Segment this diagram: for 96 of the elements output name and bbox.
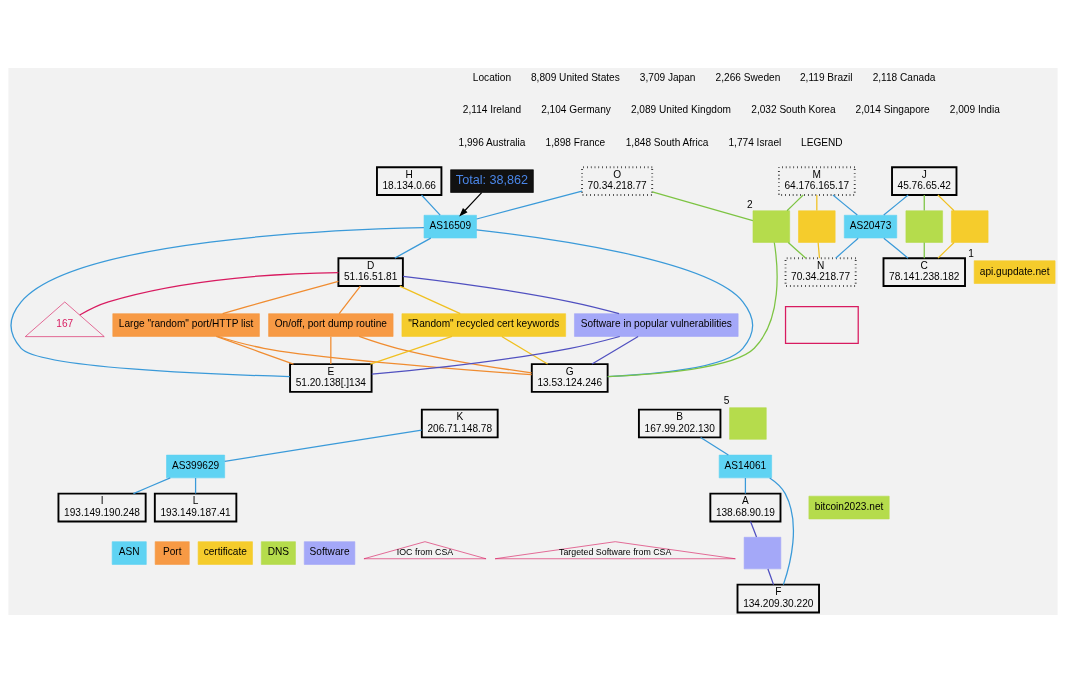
connector [607,241,778,378]
node-label: 5 [723,395,730,407]
connector [399,285,461,315]
connector [591,335,639,365]
connector [749,520,758,538]
node-box: Total: 38,862 [450,169,534,193]
node-box: O 70.34.218.77 [581,166,654,196]
label: 2,114 Ireland [462,104,522,116]
node-box [905,210,943,243]
node-box: AS16509 [423,214,477,239]
label: 8,809 United States [531,72,620,84]
label: Location [472,72,512,84]
connector [224,429,423,462]
connector [767,568,775,586]
label: 1,774 Israel [728,136,782,148]
node-box: M 64.176.165.17 [777,166,856,196]
node-box: K 206.71.148.78 [420,408,499,439]
connector [330,336,332,365]
label: 2,009 India [949,104,1000,116]
node-box [752,210,790,243]
connector [832,194,858,216]
legend-label: certificate [203,546,247,558]
label: 2,119 Brazil [799,72,853,84]
connector [883,237,909,259]
node-box: C 78.141.238.182 [882,257,966,287]
connector [217,335,533,376]
connector [132,477,171,495]
connector [651,191,754,222]
node-box: F 134.209.30.220 [736,583,820,614]
connector [501,335,549,365]
node-box: H 18.134.0.66 [376,166,443,196]
connector [215,335,295,365]
node-box: J 45.76.65.42 [891,166,958,196]
connector [358,335,533,374]
label: 2,089 United Kingdom [630,104,731,116]
node-box: api.gupdate.net [973,260,1056,284]
node-box: B 167.99.202.130 [637,408,722,439]
connector [786,194,804,212]
node-box: AS14061 [718,454,772,479]
connector [475,229,754,378]
node-box: AS20473 [844,214,898,239]
connector [787,241,807,259]
connector [10,227,425,378]
legend-label: ASN [118,546,140,558]
arrow [459,192,483,217]
connector [476,190,583,220]
connector [394,237,432,259]
label: 2,266 Sweden [715,72,781,84]
label: 1,848 South Africa [625,136,709,148]
connector [420,194,441,216]
node-box: G 13.53.124.246 [530,363,609,393]
label: 1,898 France [545,136,606,148]
connector [700,436,729,456]
legend-label: Port [162,546,182,558]
node-box [798,210,836,243]
node-box: AS399629 [166,454,225,479]
node-box: L 193.149.187.41 [153,492,238,523]
connector [402,275,620,315]
connector [937,241,955,259]
connector [338,285,361,315]
connector [369,335,453,365]
node-box: bitcoin2023.net [808,495,890,520]
node-box [729,407,767,440]
label: 3,709 Japan [639,72,696,84]
label: 1,996 Australia [458,136,526,148]
node-label: 1 [968,248,974,260]
node-box: A 138.68.90.19 [709,492,782,523]
node-box [784,306,859,345]
connector [222,280,339,315]
connector [883,194,909,216]
node-box [951,210,989,243]
connector [937,194,955,212]
label: 2,118 Canada [872,72,936,84]
connector [835,237,859,259]
legend-label: Software [309,546,350,558]
label: LEGEND [801,136,843,148]
node-box: Software in popular vulnerabilities [574,313,739,337]
node-box: E 51.20.138[.]134 [289,363,373,393]
label: 2,014 Singapore [855,104,930,116]
node-box: I 193.149.190.248 [57,492,147,523]
connector [817,241,821,259]
legend-label: DNS [267,546,290,558]
connector [371,335,621,375]
node-box: D 51.16.51.81 [337,257,404,287]
node-box: N 70.34.218.77 [784,257,857,287]
connector [79,271,340,316]
label: 2,032 South Korea [751,104,836,116]
connector [769,477,794,586]
legend-label: Targeted Software from CSA [559,547,672,558]
legend-label: IOC from CSA [396,547,454,558]
label: 2,104 Germany [541,104,611,116]
node-box: "Random" recycled cert keywords [401,313,566,337]
node-box: On/off, port dump routine [268,313,394,337]
node-box: Large "random" port/HTTP list [112,313,260,337]
node-label: 2 [747,198,753,210]
node-box [743,536,782,570]
